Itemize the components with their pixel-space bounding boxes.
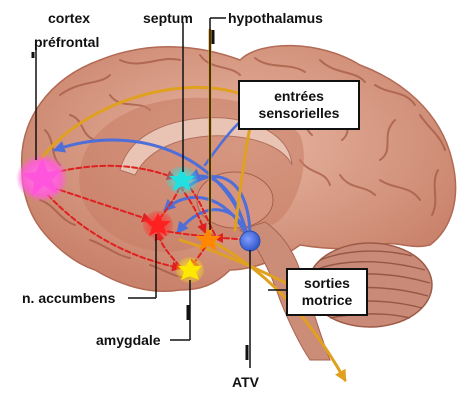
label-cortex-line1: cortex bbox=[48, 10, 90, 26]
septum-blob bbox=[166, 166, 198, 194]
atv-blob bbox=[240, 231, 260, 251]
label-amygdale: amygdale bbox=[96, 332, 161, 348]
amygdala-blob bbox=[176, 257, 204, 283]
box-sorties-line1: sorties bbox=[304, 275, 350, 292]
accumbens-blob bbox=[143, 211, 173, 239]
label-cortex-line2: préfrontal bbox=[34, 34, 99, 50]
box-entrees-line2: sensorielles bbox=[259, 105, 340, 122]
label-accumbens: n. accumbens bbox=[22, 290, 115, 306]
label-hypothalamus: hypothalamus bbox=[228, 10, 323, 26]
prefrontal-blob bbox=[16, 154, 68, 202]
label-atv: ATV bbox=[232, 374, 259, 390]
label-septum: septum bbox=[143, 10, 193, 26]
box-sorties-line2: motrice bbox=[302, 292, 353, 309]
box-sorties-motrice: sorties motrice bbox=[286, 268, 368, 316]
box-entrees-line1: entrées bbox=[274, 88, 324, 105]
box-entrees-sensorielles: entrées sensorielles bbox=[238, 80, 360, 130]
